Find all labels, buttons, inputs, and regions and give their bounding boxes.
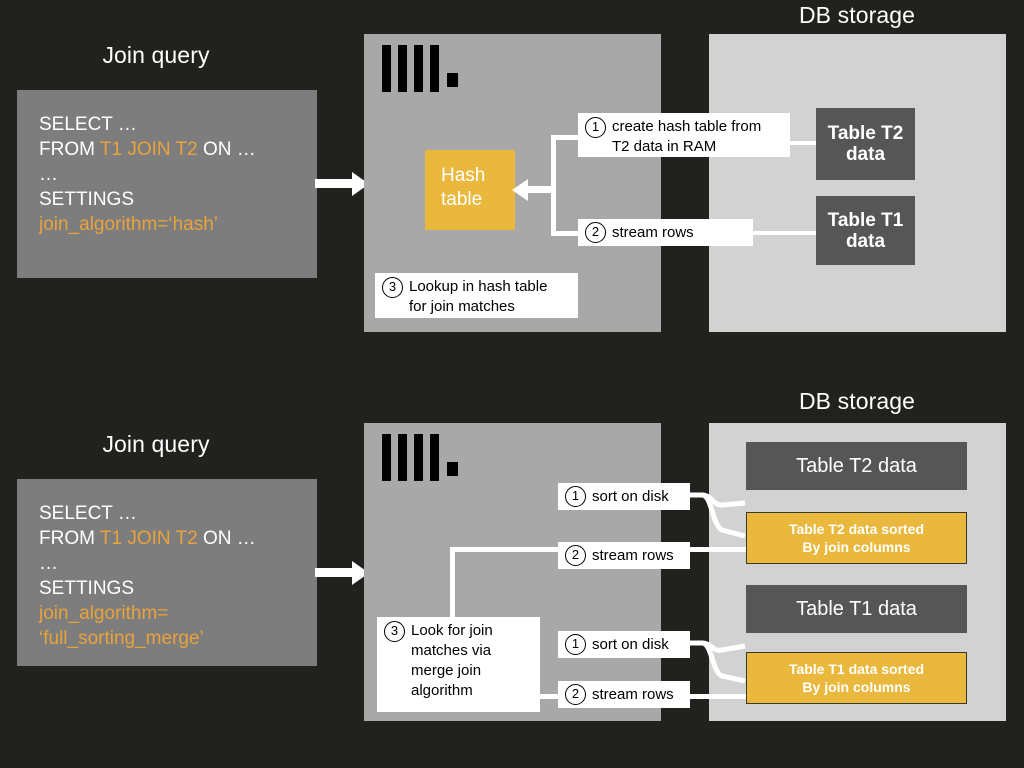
bottom-callout-merge-join-text: Look for join matches via merge join alg… bbox=[411, 622, 493, 699]
top-db-storage-title: DB storage bbox=[798, 2, 916, 28]
top-callout-1[interactable]: 1 create hash table from T2 data in RAM bbox=[578, 113, 790, 157]
step-number-badge: 2 bbox=[565, 545, 586, 566]
bottom-callout-stream-t2[interactable]: 2 stream rows bbox=[558, 542, 690, 569]
bottom-connector-trunk-vert bbox=[450, 547, 455, 622]
bottom-query-line-from: FROM T1 JOIN T2 ON … bbox=[39, 526, 317, 551]
bottom-join-query-title: Join query bbox=[102, 431, 210, 457]
top-callout-1-text: create hash table from T2 data in RAM bbox=[612, 118, 762, 155]
step-number-badge: 2 bbox=[585, 222, 606, 243]
bottom-callout-sort-t1[interactable]: 1 sort on disk bbox=[558, 631, 690, 658]
top-query-on-kw: ON … bbox=[197, 139, 256, 160]
bottom-query-line-select: SELECT … bbox=[39, 503, 137, 524]
bottom-query-line-algorithm-value: ‘full_sorting_merge’ bbox=[39, 628, 204, 649]
top-query-line-algorithm: join_algorithm=‘hash’ bbox=[39, 214, 219, 235]
top-query-from-kw: FROM bbox=[39, 139, 100, 160]
bottom-query-tables: T1 JOIN T2 bbox=[99, 528, 198, 549]
bottom-callout-stream-t1-text: stream rows bbox=[592, 685, 674, 703]
top-query-tables: T1 JOIN T2 bbox=[99, 139, 198, 160]
bottom-link-t2-sorted bbox=[690, 547, 748, 552]
bottom-callout-merge-join[interactable]: 3 Look for join matches via merge join a… bbox=[377, 617, 540, 712]
top-storage-panel bbox=[709, 34, 1006, 332]
bottom-table-t1-sorted-label: Table T1 data sorted By join columns bbox=[788, 661, 925, 695]
bottom-query-line-settings: SETTINGS bbox=[39, 578, 135, 599]
top-query-line-select: SELECT … bbox=[39, 114, 137, 135]
bottom-table-t1-chip: Table T1 data bbox=[746, 585, 967, 633]
hash-table-label: Hash table bbox=[441, 165, 486, 210]
clickhouse-logo-icon bbox=[382, 45, 462, 93]
top-table-t2-label: Table T2 data bbox=[827, 123, 904, 165]
bottom-table-t2-sorted-chip: Table T2 data sorted By join columns bbox=[746, 512, 967, 564]
bottom-callout-sort-t1-text: sort on disk bbox=[592, 635, 669, 653]
top-hash-arrow-shaft bbox=[527, 186, 553, 193]
top-table-t2-chip: Table T2 data bbox=[816, 108, 915, 180]
top-query-box: SELECT … FROM T1 JOIN T2 ON … … SETTINGS… bbox=[17, 90, 317, 278]
step-number-badge: 2 bbox=[565, 684, 586, 705]
top-hash-arrow-head bbox=[512, 179, 528, 201]
bottom-callout-sort-t2-text: sort on disk bbox=[592, 487, 669, 505]
top-join-query-title: Join query bbox=[102, 42, 210, 68]
step-number-badge: 3 bbox=[382, 277, 403, 298]
bottom-connector-trunk-top bbox=[450, 547, 558, 552]
bottom-connector-trunk-bottom bbox=[536, 694, 560, 699]
step-number-badge: 1 bbox=[585, 117, 606, 138]
top-query-line-settings: SETTINGS bbox=[39, 189, 135, 210]
top-query-line-dots: … bbox=[39, 164, 59, 185]
top-callout-3[interactable]: 3 Lookup in hash table for join matches bbox=[375, 273, 578, 318]
bottom-table-t1-sorted-chip: Table T1 data sorted By join columns bbox=[746, 652, 967, 704]
top-callout-2-text: stream rows bbox=[612, 223, 694, 241]
top-callout-2[interactable]: 2 stream rows bbox=[578, 219, 753, 246]
bottom-callout-sort-t2[interactable]: 1 sort on disk bbox=[558, 483, 690, 510]
top-query-line-from: FROM T1 JOIN T2 ON … bbox=[39, 137, 317, 162]
bottom-callout-stream-t2-text: stream rows bbox=[592, 546, 674, 564]
bottom-table-t2-label: Table T2 data bbox=[796, 454, 917, 477]
top-branch-1 bbox=[551, 135, 581, 140]
top-link-t2 bbox=[789, 141, 816, 145]
bottom-flow-arrow-shaft bbox=[315, 568, 355, 577]
clickhouse-logo-icon bbox=[382, 434, 462, 482]
bottom-table-t2-sorted-label: Table T2 data sorted By join columns bbox=[788, 521, 925, 555]
bottom-query-line-dots: … bbox=[39, 553, 59, 574]
top-connector-trunk bbox=[551, 135, 556, 236]
top-table-t1-chip: Table T1 data bbox=[816, 196, 915, 265]
bottom-query-line-algorithm-key: join_algorithm= bbox=[39, 603, 169, 624]
bottom-query-box: SELECT … FROM T1 JOIN T2 ON … … SETTINGS… bbox=[17, 479, 317, 666]
step-number-badge: 1 bbox=[565, 634, 586, 655]
bottom-table-t2-chip: Table T2 data bbox=[746, 442, 967, 490]
hash-table-box: Hash table bbox=[425, 150, 515, 230]
top-table-t1-label: Table T1 data bbox=[827, 209, 904, 252]
step-number-badge: 3 bbox=[384, 621, 405, 642]
step-number-badge: 1 bbox=[565, 486, 586, 507]
bottom-db-storage-title: DB storage bbox=[798, 388, 916, 414]
top-callout-3-text: Lookup in hash table for join matches bbox=[409, 278, 548, 315]
bottom-query-on-kw: ON … bbox=[197, 528, 256, 549]
bottom-query-from-kw: FROM bbox=[39, 528, 100, 549]
bottom-link-t1-sorted bbox=[690, 694, 748, 699]
top-flow-arrow-shaft bbox=[315, 179, 355, 188]
bottom-callout-stream-t1[interactable]: 2 stream rows bbox=[558, 681, 690, 708]
bottom-table-t1-label: Table T1 data bbox=[796, 597, 917, 620]
top-link-t1 bbox=[751, 231, 816, 235]
top-branch-2 bbox=[551, 231, 581, 236]
